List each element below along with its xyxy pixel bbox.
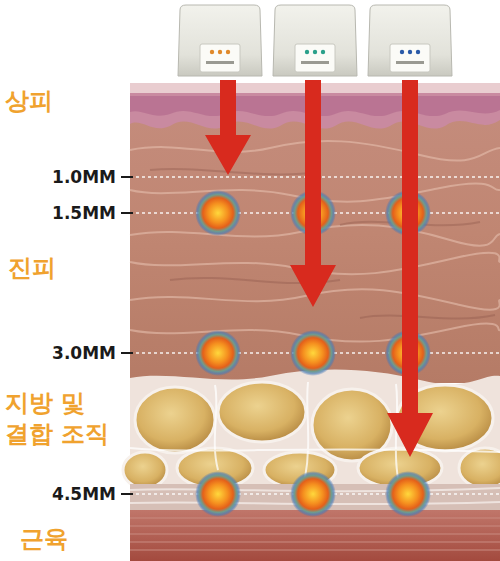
layer-label: 진피 [8, 253, 56, 284]
depth-label: 4.5MM [52, 484, 116, 504]
depth-label: 1.5MM [52, 203, 116, 223]
layer-label: 근육 [20, 524, 68, 555]
depth-label: 3.0MM [52, 343, 116, 363]
layer-label: 상피 [5, 86, 53, 117]
layer-label: 지방 및 결합 조직 [5, 388, 117, 450]
depth-label: 1.0MM [52, 167, 116, 187]
